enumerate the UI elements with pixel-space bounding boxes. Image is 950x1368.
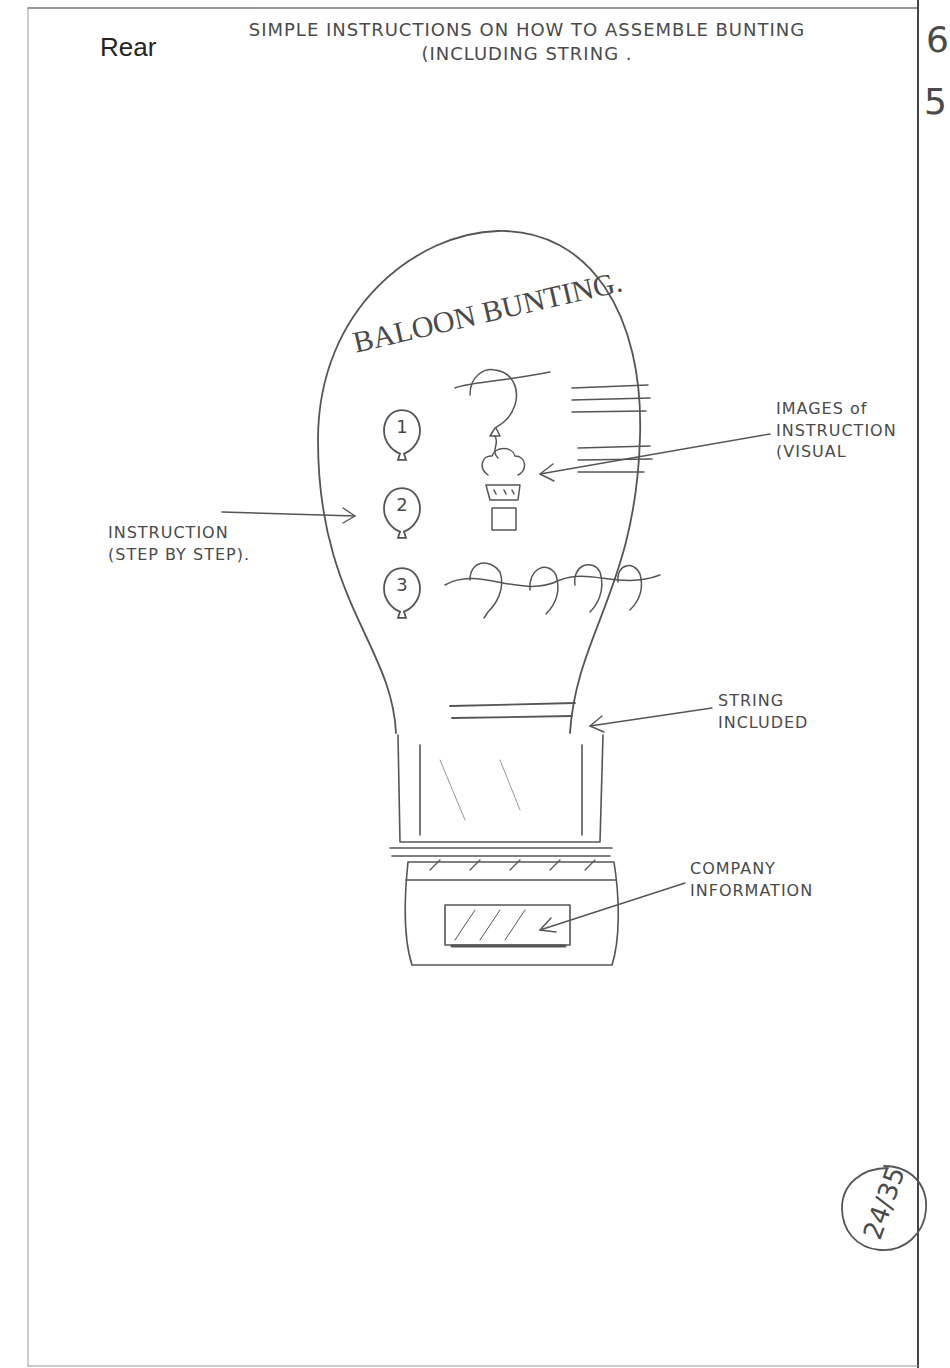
step-image xyxy=(445,563,660,618)
node-text: 24/35 xyxy=(854,1155,914,1252)
grade-circle: 24/35 xyxy=(838,1162,930,1254)
design-note: SIMPLE INSTRUCTIONS ON HOW TO ASSEMBLE B… xyxy=(232,18,822,67)
node-text: 2 xyxy=(382,494,422,515)
bulb-neck xyxy=(390,735,612,856)
lightbulb-outline-stroke xyxy=(318,231,640,733)
frame-line xyxy=(28,7,918,9)
step-balloon: 2 xyxy=(382,486,422,540)
margin-mark: 6 xyxy=(926,16,950,65)
string-sketch xyxy=(450,703,575,718)
callout-note: STRING INCLUDED xyxy=(718,690,858,733)
margin-mark: 5 xyxy=(924,78,950,127)
view-title: Rear xyxy=(100,30,220,65)
callout-note: COMPANY INFORMATION xyxy=(690,858,905,901)
step-balloon: 1 xyxy=(382,408,422,462)
frame-line xyxy=(28,8,29,1366)
step-balloon: 3 xyxy=(382,566,422,620)
step-image xyxy=(455,370,650,458)
node-text: 3 xyxy=(382,574,422,595)
callout-note: IMAGES of INSTRUCTION (VISUAL xyxy=(776,398,950,463)
frame-line xyxy=(917,0,919,1368)
callout-note: INSTRUCTION (STEP BY STEP). xyxy=(108,522,283,565)
bulb-base xyxy=(405,860,618,965)
leader-arrow xyxy=(222,434,770,932)
node-text: BALOON BUNTING. xyxy=(350,265,626,360)
node-text: 1 xyxy=(382,416,422,437)
lightbulb-outline: BALOON BUNTING. 1 2 3 xyxy=(308,215,648,740)
frame-line xyxy=(28,1366,918,1367)
